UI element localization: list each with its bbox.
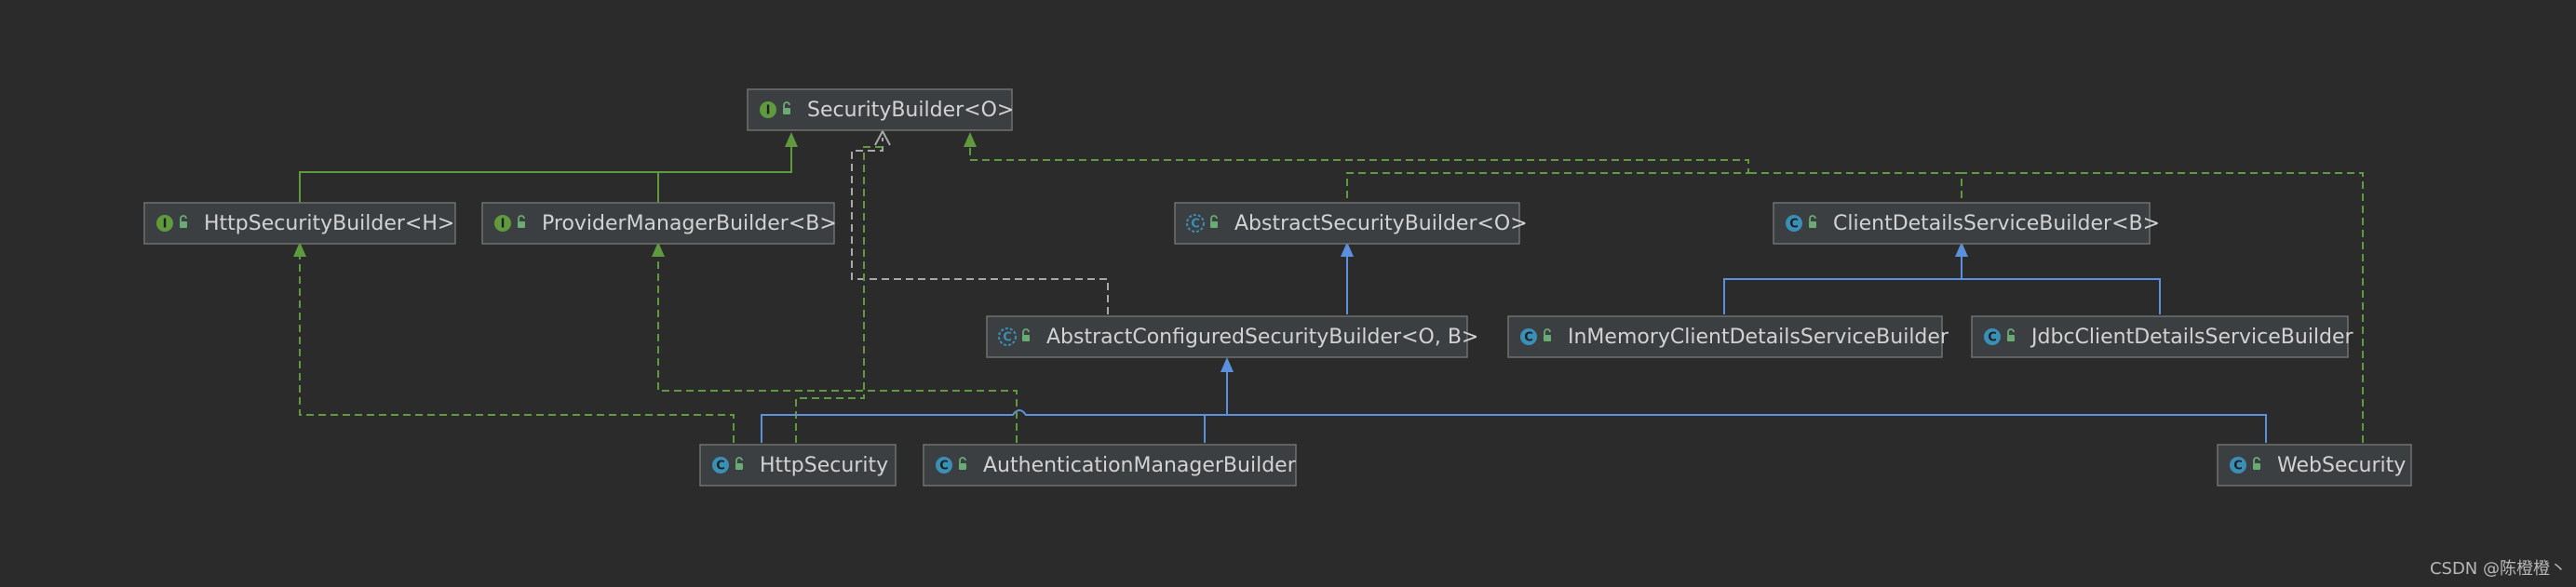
- edge-httpsecuritybuilder-securitybuilder: [299, 147, 792, 210]
- arrowhead-abstractsecurity: [1341, 242, 1354, 257]
- node-box: [2217, 444, 2412, 487]
- class-icon: [936, 457, 952, 474]
- class-icon-letter: C: [1789, 218, 1799, 232]
- node-box: [699, 444, 897, 487]
- final-class-icon-letter: C: [716, 460, 725, 474]
- public-lock-icon: [783, 101, 790, 114]
- abstract-class-icon-letter: C: [1191, 218, 1200, 232]
- abstract-class-icon: [998, 327, 1017, 346]
- node-security-builder[interactable]: I SecurityBuilder<O>: [747, 88, 1014, 131]
- arrowhead-providermanagerbuilder: [652, 242, 665, 257]
- edge-httpsecurity-httpsecuritybuilder: [299, 257, 735, 443]
- interface-icon-letter: I: [501, 218, 506, 232]
- class-icon-letter: C: [1524, 331, 1533, 345]
- abstract-class-icon: [1186, 214, 1205, 233]
- edge-inmemory-clientdetails: [1723, 278, 2161, 314]
- public-lock-icon: [518, 215, 525, 228]
- edge-authmanager-providermanagerbuilder: [657, 257, 1018, 443]
- node-label: ProviderManagerBuilder<B>: [542, 212, 837, 235]
- node-box: [1971, 315, 2349, 358]
- arrowhead-securitybuilder-right: [964, 132, 977, 147]
- node-provider-manager-builder[interactable]: I ProviderManagerBuilder<B>: [481, 202, 837, 245]
- node-box: [481, 202, 835, 245]
- class-icon: [1786, 215, 1802, 232]
- public-lock-icon: [1210, 215, 1218, 228]
- node-box: [747, 88, 1013, 131]
- edge-httpsecurity-securitybuilder: [795, 146, 883, 443]
- public-lock-icon: [1022, 328, 1030, 341]
- interface-icon-letter: I: [766, 104, 771, 118]
- node-http-security-builder[interactable]: I HttpSecurityBuilder<H>: [143, 202, 456, 245]
- node-abstract-security-builder[interactable]: C AbstractSecurityBuilder<O>: [1174, 202, 1528, 245]
- arrowhead-clientdetails: [1955, 242, 1968, 257]
- node-label: SecurityBuilder<O>: [807, 99, 1014, 122]
- edge-websecurity-securitybuilder: [1962, 172, 2364, 443]
- edge-abstractconfigured-securitybuilder: [851, 138, 1109, 314]
- interface-icon: [494, 215, 511, 232]
- arrowhead-securitybuilder-left: [785, 132, 798, 147]
- public-lock-icon: [1809, 215, 1816, 228]
- public-lock-icon: [735, 457, 743, 470]
- node-in-memory-client-details-service-builder[interactable]: C InMemoryClientDetailsServiceBuilder: [1507, 315, 1949, 358]
- edge-abstractsecuritybuilder-securitybuilder: [969, 147, 1749, 210]
- class-icon: [1984, 328, 2001, 345]
- node-box: [1507, 315, 1943, 358]
- edge-providermanagerbuilder-securitybuilder: [484, 171, 659, 210]
- node-label: AbstractConfiguredSecurityBuilder<O, B>: [1046, 326, 1478, 349]
- final-class-icon: [712, 457, 729, 474]
- node-web-security[interactable]: C WebSecurity: [2217, 444, 2412, 487]
- node-box: [986, 315, 1468, 358]
- arrowhead-open-securitybuilder: [874, 128, 891, 146]
- interface-icon: [760, 101, 776, 118]
- class-icon-letter: C: [939, 460, 949, 474]
- edge-subclasses-abstractconfigured: [761, 409, 2267, 443]
- watermark: CSDN @陈橙橙丶: [2429, 559, 2567, 579]
- interface-icon: [156, 215, 173, 232]
- node-label: WebSecurity: [2277, 454, 2406, 477]
- node-box: [923, 444, 1297, 487]
- node-box: [1773, 202, 2151, 245]
- public-lock-icon: [2007, 328, 2015, 341]
- node-label: AuthenticationManagerBuilder: [983, 454, 1297, 477]
- node-client-details-service-builder[interactable]: C ClientDetailsServiceBuilder<B>: [1773, 202, 2160, 245]
- class-icon: [1520, 328, 1537, 345]
- arrowhead-abstractconfigured: [1221, 357, 1234, 372]
- node-label: HttpSecurityBuilder<H>: [204, 212, 454, 235]
- public-lock-icon: [180, 215, 187, 228]
- edges: [293, 128, 2364, 443]
- node-label: HttpSecurity: [760, 454, 888, 477]
- node-authentication-manager-builder[interactable]: C AuthenticationManagerBuilder: [923, 444, 1297, 487]
- public-lock-icon: [959, 457, 966, 470]
- node-label: InMemoryClientDetailsServiceBuilder: [1568, 326, 1949, 349]
- final-class-icon: [2230, 457, 2246, 474]
- node-box: [1174, 202, 1520, 245]
- node-label: AbstractSecurityBuilder<O>: [1234, 212, 1528, 235]
- public-lock-icon: [1544, 328, 1551, 341]
- public-lock-icon: [2253, 457, 2260, 470]
- node-abstract-configured-security-builder[interactable]: C AbstractConfiguredSecurityBuilder<O, B…: [986, 315, 1478, 358]
- node-box: [143, 202, 456, 245]
- arrowhead-httpsecuritybuilder: [293, 242, 306, 257]
- node-label: ClientDetailsServiceBuilder<B>: [1833, 212, 2160, 235]
- node-label: JdbcClientDetailsServiceBuilder: [2030, 326, 2354, 349]
- node-http-security[interactable]: C HttpSecurity: [699, 444, 897, 487]
- final-class-icon-letter: C: [2233, 460, 2243, 474]
- interface-icon-letter: I: [163, 218, 168, 232]
- node-jdbc-client-details-service-builder[interactable]: C JdbcClientDetailsServiceBuilder: [1971, 315, 2354, 358]
- abstract-class-icon-letter: C: [1003, 331, 1012, 345]
- class-icon-letter: C: [1988, 331, 1997, 345]
